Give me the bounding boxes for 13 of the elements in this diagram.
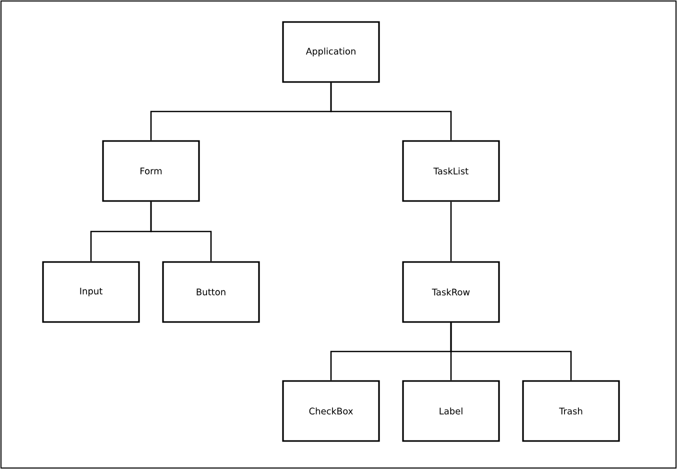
component-box: Application xyxy=(282,21,380,83)
component-box: Label xyxy=(402,380,500,442)
connector-line xyxy=(450,322,572,380)
connector-line xyxy=(150,202,212,262)
connector-line xyxy=(450,202,452,262)
component-box: CheckBox xyxy=(282,380,380,442)
connector-line xyxy=(330,82,452,140)
component-box: Form xyxy=(102,140,200,202)
component-box: Input xyxy=(42,261,140,323)
component-box: TaskList xyxy=(402,140,500,202)
component-box: Trash xyxy=(522,380,620,442)
component-box: TaskRow xyxy=(402,261,500,323)
component-box: Button xyxy=(162,261,260,323)
